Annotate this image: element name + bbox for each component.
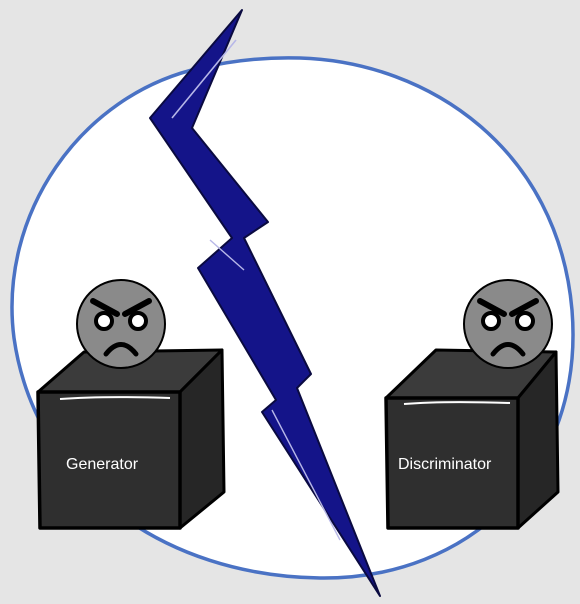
generator-label: Generator [66,456,138,474]
discriminator-box [386,350,558,528]
discriminator-angry-face-icon [464,280,552,368]
generator-box [38,350,224,528]
generator-angry-face-icon [77,280,165,368]
discriminator-label: Discriminator [398,456,491,474]
